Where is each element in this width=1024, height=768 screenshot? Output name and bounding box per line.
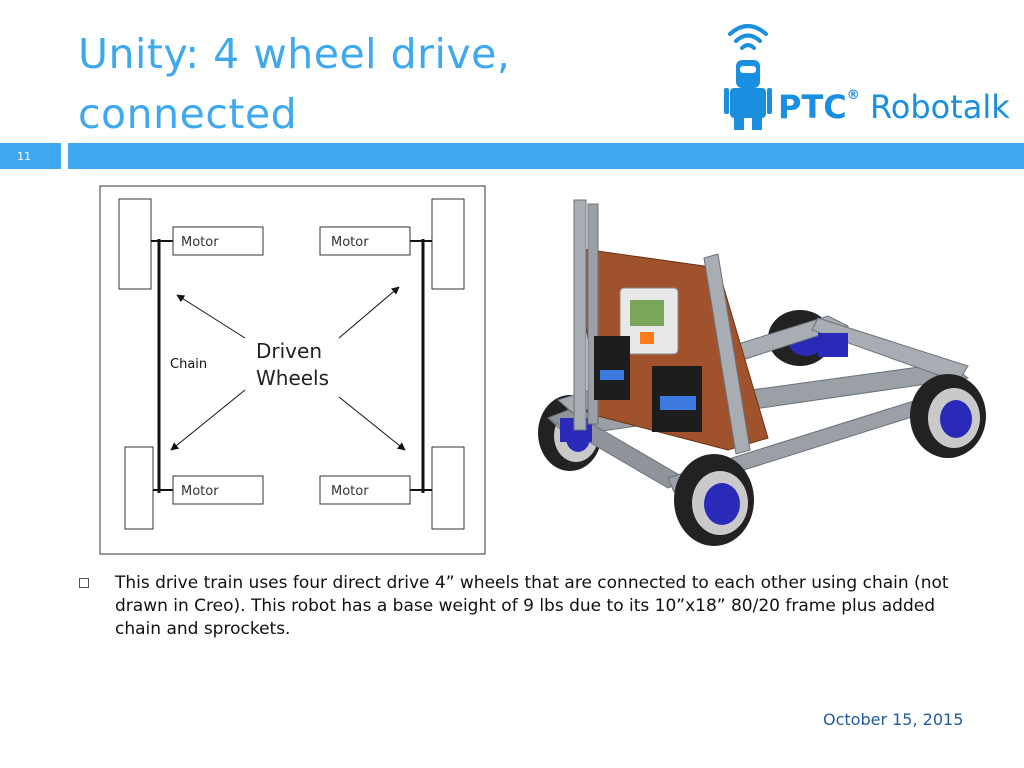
wheel-top-left: [118, 198, 152, 290]
chain-label: Chain: [170, 357, 207, 372]
motor-label-bottom-left: Motor: [181, 484, 219, 499]
slide-title-line-1: Unity: 4 wheel drive,: [78, 30, 511, 78]
footer-date: October 15, 2015: [823, 710, 964, 729]
diagram-frame: [99, 185, 486, 555]
motor-label-top-left: Motor: [181, 235, 219, 250]
logo-registered-mark: ®: [846, 88, 860, 103]
motor-box-bottom-right: [319, 475, 411, 505]
motor-label-bottom-right: Motor: [331, 484, 369, 499]
wheel-top-right: [431, 198, 465, 290]
logo-product: Robotalk: [859, 88, 1010, 126]
bullet-text: This drive train uses four direct drive …: [115, 573, 949, 639]
arrow-bottom-left: [170, 389, 246, 451]
logo-brand: PTC: [778, 88, 847, 126]
bullet-marker: [79, 578, 89, 588]
robot-wifi-logo-icon: [724, 24, 772, 130]
arrow-bottom-right: [338, 396, 406, 451]
slide-title-line-2: connected: [78, 90, 298, 138]
driven-wheels-label-line-1: Driven: [256, 339, 322, 363]
drive-train-diagram: Motor Motor Motor Motor Chain Driven Whe…: [99, 185, 486, 555]
motor-box-top-left: [172, 226, 264, 256]
motor-box-top-right: [319, 226, 411, 256]
arrow-top-right: [338, 286, 400, 339]
slide-title: Unity: 4 wheel drive, connected: [78, 24, 638, 144]
slide-number: 11: [0, 143, 61, 169]
wheel-bottom-right: [431, 446, 465, 530]
logo-wordmark: PTC® Robotalk: [778, 88, 1010, 126]
driven-wheels-label-line-2: Wheels: [256, 366, 329, 390]
motor-label-top-right: Motor: [331, 235, 369, 250]
header-bar: [68, 143, 1024, 169]
motor-box-bottom-left: [172, 475, 264, 505]
arrow-top-left: [176, 294, 246, 339]
robot-render-image: [538, 199, 986, 546]
wheel-bottom-left: [124, 446, 154, 530]
